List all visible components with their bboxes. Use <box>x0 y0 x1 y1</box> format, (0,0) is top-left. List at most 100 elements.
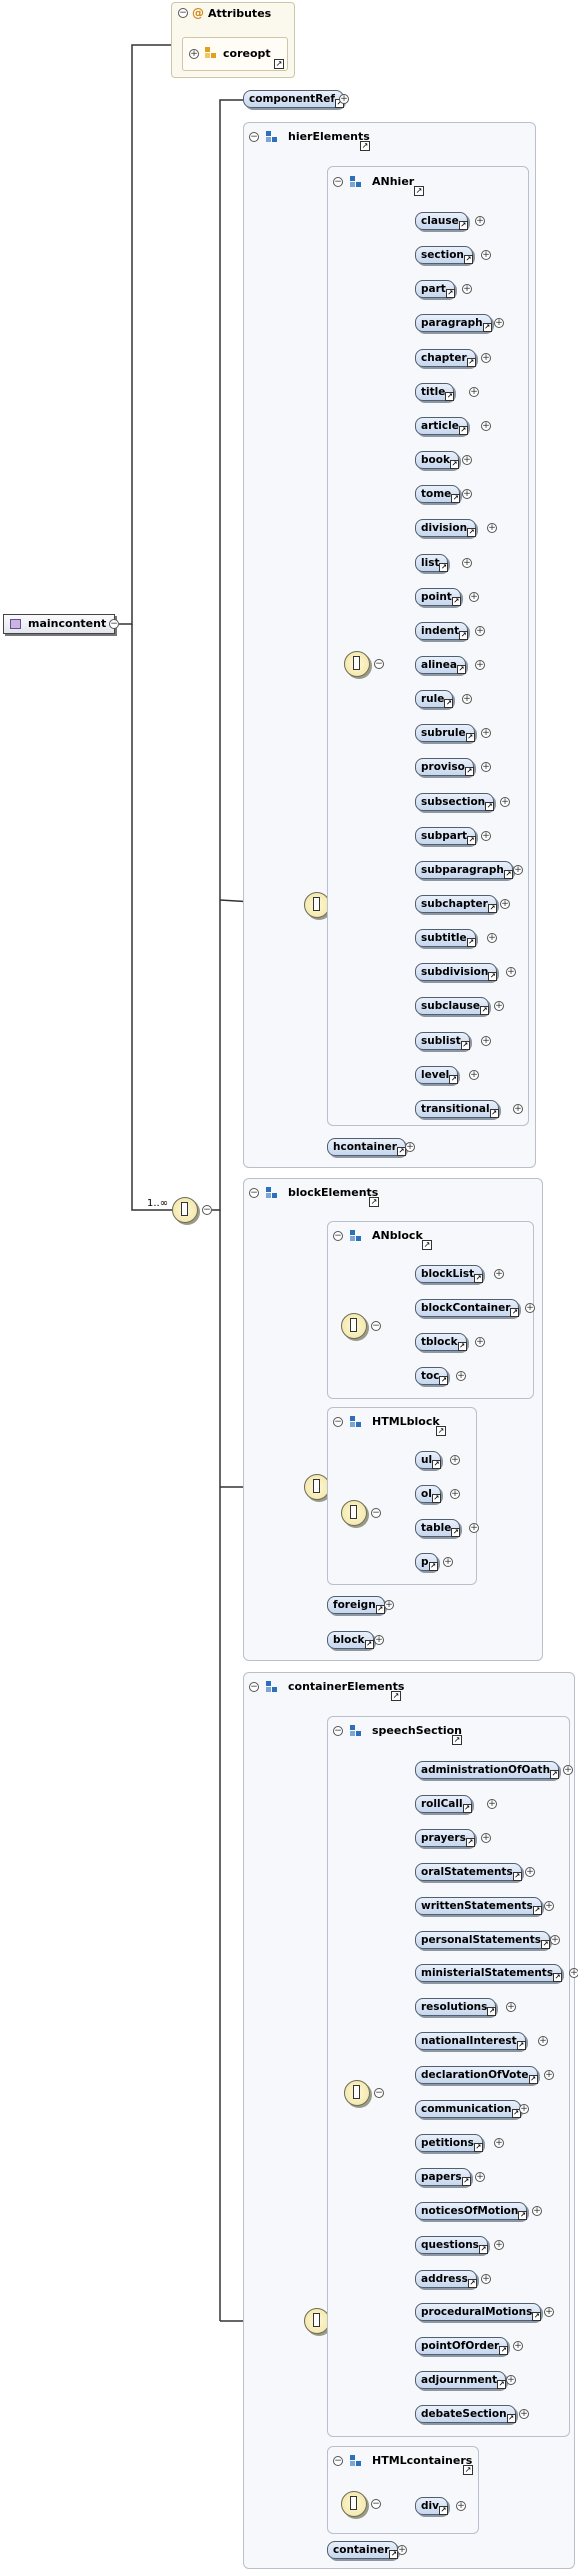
element-proceduralMotions[interactable]: proceduralMotions↗ <box>415 2303 542 2321</box>
expand-toggle[interactable]: + <box>481 728 491 738</box>
element-block[interactable]: block↗ <box>327 1631 374 1649</box>
expand-toggle[interactable]: + <box>475 626 485 636</box>
element-petitions[interactable]: petitions↗ <box>415 2134 483 2152</box>
expand-toggle[interactable]: + <box>544 1901 554 1911</box>
expand-toggle[interactable]: + <box>569 1968 578 1978</box>
element-div[interactable]: div↗ <box>415 2497 448 2515</box>
element-level[interactable]: level↗ <box>415 1066 459 1084</box>
expand-toggle[interactable]: + <box>397 2545 407 2555</box>
element-pointOfOrder[interactable]: pointOfOrder↗ <box>415 2337 509 2355</box>
element-declarationOfVote[interactable]: declarationOfVote↗ <box>415 2066 538 2084</box>
element-communication[interactable]: communication↗ <box>415 2100 521 2118</box>
expand-toggle[interactable]: + <box>469 1523 479 1533</box>
expand-toggle[interactable]: + <box>513 1104 523 1114</box>
expand-toggle[interactable]: + <box>475 2172 485 2182</box>
element-hcontainer[interactable]: hcontainer↗ <box>327 1138 406 1156</box>
element-p[interactable]: p↗ <box>415 1553 438 1571</box>
expand-toggle[interactable]: + <box>469 592 479 602</box>
element-proviso[interactable]: proviso↗ <box>415 758 474 776</box>
element-tome[interactable]: tome↗ <box>415 485 461 503</box>
expand-toggle[interactable]: + <box>550 1935 560 1945</box>
collapse-toggle[interactable]: − <box>333 1231 343 1241</box>
element-questions[interactable]: questions↗ <box>415 2236 488 2254</box>
element-nationalInterest[interactable]: nationalInterest↗ <box>415 2032 526 2050</box>
expand-toggle[interactable]: + <box>189 49 199 59</box>
element-papers[interactable]: papers↗ <box>415 2168 471 2186</box>
element-noticesOfMotion[interactable]: noticesOfMotion↗ <box>415 2202 528 2220</box>
expand-toggle[interactable]: + <box>519 2104 529 2114</box>
expand-toggle[interactable]: + <box>525 1303 535 1313</box>
collapse-toggle[interactable]: − <box>178 8 188 18</box>
element-indent[interactable]: indent↗ <box>415 622 469 640</box>
expand-toggle[interactable]: + <box>374 1635 384 1645</box>
expand-toggle[interactable]: + <box>450 1455 460 1465</box>
expand-toggle[interactable]: + <box>506 2375 516 2385</box>
expand-toggle[interactable]: + <box>462 558 472 568</box>
expand-toggle[interactable]: + <box>469 387 479 397</box>
element-subsection[interactable]: subsection↗ <box>415 793 495 811</box>
element-alinea[interactable]: alinea↗ <box>415 656 466 674</box>
element-blockContainer[interactable]: blockContainer↗ <box>415 1299 520 1317</box>
element-ul[interactable]: ul↗ <box>415 1451 442 1469</box>
element-debateSection[interactable]: debateSection↗ <box>415 2405 516 2423</box>
expand-toggle[interactable]: + <box>481 831 491 841</box>
element-rollCall[interactable]: rollCall↗ <box>415 1795 472 1813</box>
element-subtitle[interactable]: subtitle↗ <box>415 929 476 947</box>
element-toc[interactable]: toc↗ <box>415 1367 449 1385</box>
expand-toggle[interactable]: + <box>513 2341 523 2351</box>
element-administrationOfOath[interactable]: administrationOfOath↗ <box>415 1761 560 1779</box>
element-personalStatements[interactable]: personalStatements↗ <box>415 1931 551 1949</box>
element-book[interactable]: book↗ <box>415 451 459 469</box>
element-transitional[interactable]: transitional↗ <box>415 1100 499 1118</box>
expand-toggle[interactable]: + <box>481 762 491 772</box>
expand-toggle[interactable]: + <box>462 284 472 294</box>
collapse-toggle[interactable]: − <box>371 2499 381 2509</box>
element-address[interactable]: address↗ <box>415 2270 477 2288</box>
expand-toggle[interactable]: + <box>519 2409 529 2419</box>
expand-toggle[interactable]: + <box>462 455 472 465</box>
expand-toggle[interactable]: + <box>469 1070 479 1080</box>
expand-toggle[interactable]: + <box>494 1001 504 1011</box>
element-subclause[interactable]: subclause↗ <box>415 997 489 1015</box>
expand-toggle[interactable]: + <box>525 1867 535 1877</box>
expand-toggle[interactable]: + <box>487 933 497 943</box>
collapse-toggle[interactable]: − <box>202 1205 212 1215</box>
collapse-toggle[interactable]: − <box>371 1508 381 1518</box>
expand-toggle[interactable]: + <box>339 94 349 104</box>
expand-toggle[interactable]: + <box>462 694 472 704</box>
element-adjournment[interactable]: adjournment↗ <box>415 2371 507 2389</box>
collapse-toggle[interactable]: − <box>109 619 119 629</box>
element-ministerialStatements[interactable]: ministerialStatements↗ <box>415 1964 563 1982</box>
expand-toggle[interactable]: + <box>544 2307 554 2317</box>
expand-toggle[interactable]: + <box>487 523 497 533</box>
expand-toggle[interactable]: + <box>506 967 516 977</box>
element-rule[interactable]: rule↗ <box>415 690 454 708</box>
attribute-group-box[interactable]: + coreopt ↗ <box>182 37 288 71</box>
expand-toggle[interactable]: + <box>500 899 510 909</box>
element-ol[interactable]: ol↗ <box>415 1485 441 1503</box>
expand-toggle[interactable]: + <box>475 1337 485 1347</box>
collapse-toggle[interactable]: − <box>333 1417 343 1427</box>
expand-toggle[interactable]: + <box>384 1600 394 1610</box>
element-part[interactable]: part↗ <box>415 280 455 298</box>
collapse-toggle[interactable]: − <box>249 1188 259 1198</box>
element-section[interactable]: section↗ <box>415 246 473 264</box>
element-subrule[interactable]: subrule↗ <box>415 724 475 742</box>
expand-toggle[interactable]: + <box>544 2070 554 2080</box>
choice-compositor[interactable] <box>341 1313 367 1339</box>
expand-toggle[interactable]: + <box>443 1557 453 1567</box>
collapse-toggle[interactable]: − <box>333 177 343 187</box>
element-table[interactable]: table↗ <box>415 1519 461 1537</box>
expand-toggle[interactable]: + <box>506 2002 516 2012</box>
element-tblock[interactable]: tblock↗ <box>415 1333 467 1351</box>
element-list[interactable]: list↗ <box>415 554 449 572</box>
expand-toggle[interactable]: + <box>475 660 485 670</box>
element-paragraph[interactable]: paragraph↗ <box>415 314 492 332</box>
choice-compositor[interactable] <box>304 2308 330 2334</box>
element-prayers[interactable]: prayers↗ <box>415 1829 475 1847</box>
element-subchapter[interactable]: subchapter↗ <box>415 895 497 913</box>
collapse-toggle[interactable]: − <box>371 1321 381 1331</box>
collapse-toggle[interactable]: − <box>374 2088 384 2098</box>
element-writtenStatements[interactable]: writtenStatements↗ <box>415 1897 542 1915</box>
element-subpart[interactable]: subpart↗ <box>415 827 477 845</box>
